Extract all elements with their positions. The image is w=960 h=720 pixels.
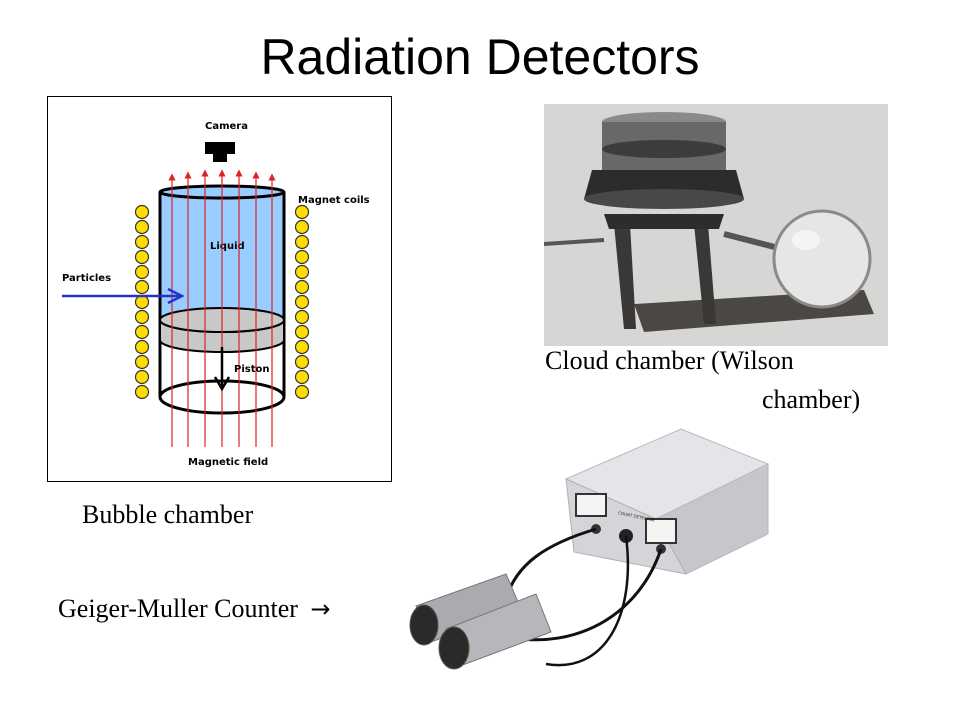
cloud-chamber-caption-line1: Cloud chamber (Wilson	[545, 346, 794, 375]
cloud-chamber-photo	[543, 104, 888, 346]
magnetic-field-label: Magnetic field	[188, 457, 268, 468]
geiger-counter-caption: Geiger-Muller Counter →	[58, 594, 331, 624]
piston-arrow-icon	[213, 347, 231, 392]
piston-label: Piston	[234, 364, 269, 375]
magnet-coils-left	[134, 204, 150, 400]
slide-title: Radiation Detectors	[260, 29, 700, 85]
bubble-chamber-svg: Camera Liquid	[62, 121, 370, 468]
magnet-coils-right	[294, 204, 310, 400]
bubble-chamber-caption: Bubble chamber	[82, 500, 254, 529]
camera-icon	[205, 142, 235, 162]
right-arrow-icon: →	[310, 595, 331, 623]
magnet-coils-label: Magnet coils	[298, 195, 370, 206]
magnetic-field-lines	[168, 169, 276, 447]
liquid-label: Liquid	[210, 241, 245, 252]
particle-beam-arrow-icon	[62, 287, 185, 305]
cloud-chamber-caption-line2: chamber)	[762, 385, 861, 414]
geiger-counter-photo: COUNT DETECTOR	[396, 424, 774, 684]
bubble-chamber-diagram: Camera Liquid	[47, 96, 392, 482]
particles-label: Particles	[62, 273, 111, 284]
camera-label: Camera	[205, 121, 248, 132]
geiger-counter-caption-text: Geiger-Muller Counter	[58, 594, 298, 623]
